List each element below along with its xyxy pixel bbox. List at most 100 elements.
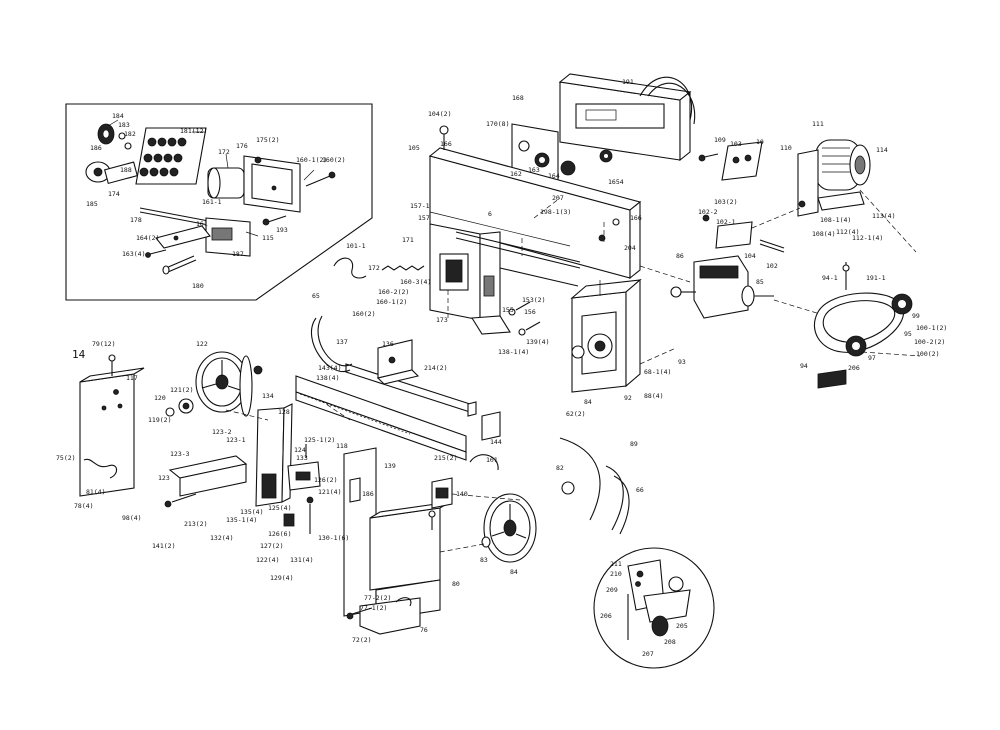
label: 93 xyxy=(678,358,686,366)
label: 207 xyxy=(552,194,564,202)
label: 66 xyxy=(636,486,644,494)
label: 124 xyxy=(294,446,306,454)
label: 166 xyxy=(440,140,452,148)
label: 198-1(3) xyxy=(540,208,571,216)
label: 88(4) xyxy=(644,392,664,400)
bracket-140 xyxy=(431,454,499,509)
label: 97 xyxy=(868,354,876,362)
label: 84 xyxy=(584,398,592,406)
label: 175(2) xyxy=(256,136,279,144)
label: 101 xyxy=(486,456,498,464)
label: 168 xyxy=(512,94,524,102)
belt-65 xyxy=(310,315,353,373)
left-plate xyxy=(79,354,145,497)
motor-assembly xyxy=(698,139,871,253)
label: 205 xyxy=(676,622,688,630)
label: 82 xyxy=(556,464,564,472)
bottom-block xyxy=(346,597,421,635)
label: 185 xyxy=(86,200,98,208)
label: 140 xyxy=(456,490,468,498)
label: 78(4) xyxy=(74,502,94,510)
label: 135(4) xyxy=(240,508,263,516)
label: 76 xyxy=(420,626,428,634)
blade-pieces xyxy=(467,401,630,535)
label: 123-3 xyxy=(170,450,190,458)
gear-box xyxy=(670,255,774,319)
label: 72(2) xyxy=(352,636,372,644)
label: 119(2) xyxy=(148,416,171,424)
label: 100-2(2) xyxy=(914,338,945,346)
label: 108(4) xyxy=(812,230,835,238)
label: 187 xyxy=(232,250,244,258)
label: 79(12) xyxy=(92,340,115,348)
label: 164(2) xyxy=(136,234,159,242)
label: 130-1(6) xyxy=(318,534,349,542)
label: 214(2) xyxy=(424,364,447,372)
label: 80 xyxy=(452,580,460,588)
label: 133 xyxy=(296,454,308,462)
label: 180 xyxy=(192,282,204,290)
label: 178 xyxy=(130,216,142,224)
label: 103(2) xyxy=(714,198,737,206)
label: 77-2(2) xyxy=(364,594,391,602)
label: 172 xyxy=(368,264,380,272)
label: 128 xyxy=(278,408,290,416)
label: 122 xyxy=(196,340,208,348)
label: 108-1(4) xyxy=(820,216,851,224)
label: 183 xyxy=(118,121,130,129)
label: 85 xyxy=(756,278,764,286)
label: 75(2) xyxy=(56,454,76,462)
label: 186 xyxy=(362,490,374,498)
rack-bar xyxy=(295,363,471,461)
label: 143(4) xyxy=(318,364,341,372)
adjust-block xyxy=(283,444,321,534)
label: 100(2) xyxy=(916,350,939,358)
label: 114 xyxy=(876,146,888,154)
label: 94 xyxy=(800,362,808,370)
label: 125-1(2) xyxy=(304,436,335,444)
label: 112-1(4) xyxy=(852,234,883,242)
label: 99 xyxy=(912,312,920,320)
label: 94-1 xyxy=(822,274,838,282)
label: 208 xyxy=(664,638,676,646)
label: 84 xyxy=(510,568,518,576)
label: 100-1(2) xyxy=(916,324,947,332)
label: 110 xyxy=(780,144,792,152)
lower-wheel xyxy=(481,481,575,563)
label: 127(2) xyxy=(260,542,283,550)
label: 103 xyxy=(730,140,742,148)
label: 160-2(2) xyxy=(378,288,409,296)
label: 157 xyxy=(418,214,430,222)
label: 89 xyxy=(630,440,638,448)
label: 129(4) xyxy=(270,574,293,582)
label: 191 xyxy=(622,78,634,86)
label: 132(4) xyxy=(210,534,233,542)
label: 102-1 xyxy=(716,218,736,226)
label: 102-2 xyxy=(698,208,718,216)
label: 166 xyxy=(630,214,642,222)
label: 136 xyxy=(382,340,394,348)
upper-wheel xyxy=(165,351,263,417)
label: 213(2) xyxy=(184,520,207,528)
label: 126(6) xyxy=(268,530,291,538)
label: 137 xyxy=(336,338,348,346)
label: 186 xyxy=(90,144,102,152)
label: 81(4) xyxy=(86,488,106,496)
label: 206 xyxy=(848,364,860,372)
label: 95 xyxy=(904,330,912,338)
label: 160(2) xyxy=(352,310,375,318)
label: 112(4) xyxy=(836,228,859,236)
label: 121(4) xyxy=(318,488,341,496)
label: 83 xyxy=(480,556,488,564)
label: 6 xyxy=(488,210,492,218)
drive-housing xyxy=(570,278,677,393)
label: 173 xyxy=(436,316,448,324)
label: 162 xyxy=(510,170,522,178)
dashed-connectors xyxy=(225,189,921,553)
label: 122(4) xyxy=(256,556,279,564)
label: 105 xyxy=(408,144,420,152)
part-labels: 14 184 183 182 181(12) 186 185 188 174 1… xyxy=(56,78,947,658)
label: 171 xyxy=(402,236,414,244)
label: 161-1 xyxy=(202,198,222,206)
